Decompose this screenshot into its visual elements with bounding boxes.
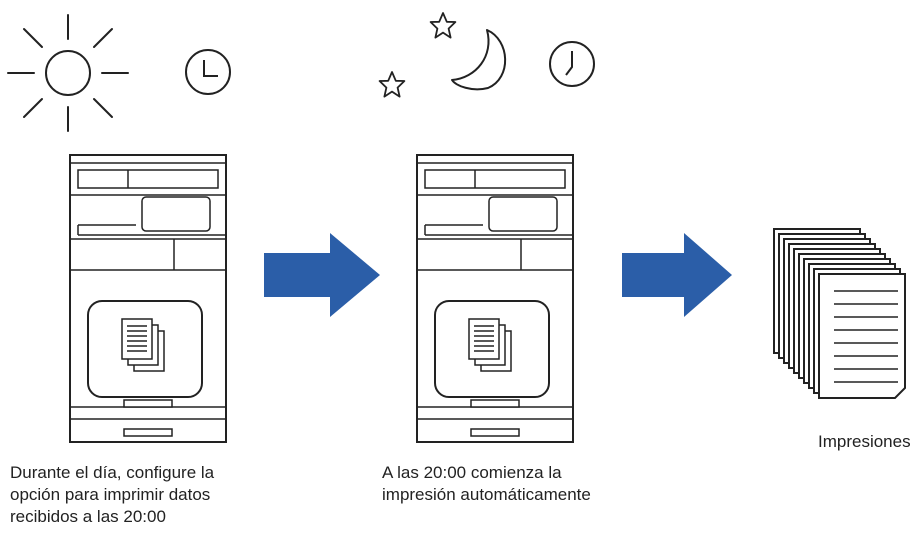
moon-icon: [451, 29, 507, 91]
printer-icon: [69, 154, 227, 443]
star-icon: [378, 71, 406, 98]
clock-icon: [549, 41, 595, 87]
clock-icon: [185, 49, 231, 95]
sun-icon: [7, 14, 129, 132]
step-3-caption: Impresiones: [818, 432, 911, 451]
step-2-caption: A las 20:00 comienza la impresión automá…: [382, 463, 591, 504]
printer-icon: [416, 154, 574, 443]
arrow-icon: [264, 233, 380, 317]
paper-stack-icon: [773, 228, 906, 399]
arrow-icon: [622, 233, 732, 317]
star-icon: [429, 12, 457, 39]
step-1-caption: Durante el día, configure la opción para…: [10, 463, 215, 526]
